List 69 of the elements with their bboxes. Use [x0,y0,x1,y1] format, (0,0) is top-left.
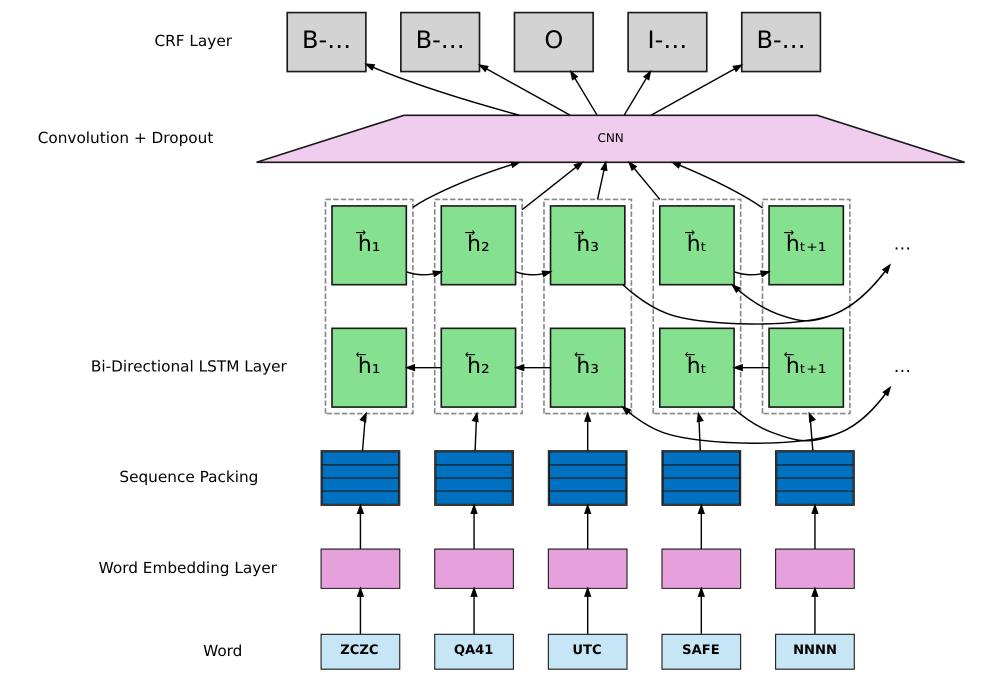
arrow [670,162,763,209]
arrow [470,586,478,634]
arrow [356,586,364,634]
node-box: h⃖₃ [550,328,626,408]
arrow [364,63,520,116]
label: Bi-Directional LSTM Layer [90,358,287,376]
node-box: B-… [286,12,367,72]
arrow [404,364,442,372]
arrow [734,270,772,278]
arrow [516,270,553,278]
node-box: h⃗₂ [440,205,516,286]
arrow [522,161,584,210]
arrow [570,70,598,116]
node-box: h⃖₂ [440,328,516,408]
arrow [584,586,592,634]
arrow [584,411,592,450]
node-box [434,548,514,589]
cluster [434,198,523,414]
arrow [412,161,522,208]
arrow [698,503,705,549]
node-box [320,548,400,589]
arrow [811,586,819,634]
node-box: h⃗ₜ [658,205,735,286]
node-box: h⃗₃ [550,205,626,286]
node-box: B-… [400,12,480,72]
arrow [406,270,444,278]
arrow [698,586,705,634]
node-box: ZCZC [320,634,400,670]
node-box: h⃖ₜ [658,328,735,408]
node-box: QA41 [434,634,514,670]
node-box: h⃖ₜ₊₁ [768,328,844,408]
label: CRF Layer [154,32,232,50]
arrow [808,412,816,451]
label: Word [203,642,242,660]
node-box [548,548,628,589]
arrow [596,160,608,200]
node-box: h⃖₁ [331,328,408,408]
arrow [359,412,367,451]
node-box: UTC [548,634,628,670]
node-text: … [894,234,912,254]
node-box: SAFE [661,634,742,670]
arrow [356,503,364,549]
arrow [478,64,570,116]
cluster [762,198,851,414]
arrow [730,264,890,322]
node-box [661,548,742,589]
label: Sequence Packing [119,468,258,486]
node-box: NNNN [775,634,855,670]
cluster [324,198,414,414]
arrow [624,70,652,116]
arrow [470,503,478,549]
arrow [811,503,819,549]
node-box: B-… [740,12,822,72]
node-box: O [514,12,594,72]
label: Word Embedding Layer [98,558,277,577]
node-box: h⃗ₜ₊₁ [768,205,844,286]
arrow [514,364,550,372]
label: Convolution + Dropout [38,128,214,147]
arrow [732,386,892,442]
arrow [651,64,744,116]
arrow [628,160,660,200]
node-text: … [894,356,912,377]
node-box [775,548,855,589]
node-box: I-… [627,12,708,72]
node-box: h⃗₁ [331,205,408,286]
arrow [696,411,704,450]
arrow [472,411,479,450]
arrow [732,364,769,372]
arrow [584,503,592,549]
